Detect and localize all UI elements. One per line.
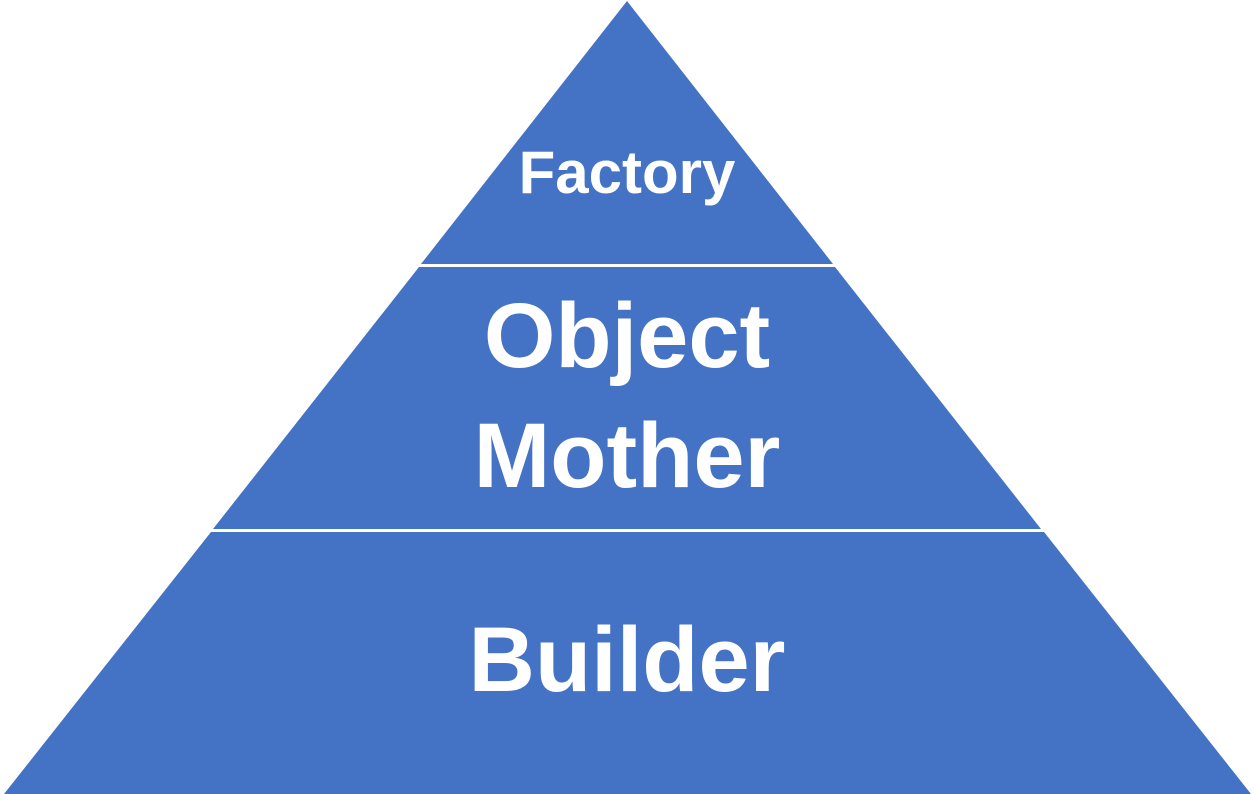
tier-label-object: Object bbox=[483, 285, 771, 387]
tier-label-builder: Builder bbox=[468, 609, 786, 711]
pyramid-tier-bottom bbox=[4, 532, 1251, 794]
pyramid-tier-top bbox=[421, 1, 833, 264]
tier-label-factory: Factory bbox=[518, 139, 736, 206]
pyramid-tier-middle bbox=[213, 267, 1041, 529]
tier-label-mother: Mother bbox=[473, 405, 781, 507]
